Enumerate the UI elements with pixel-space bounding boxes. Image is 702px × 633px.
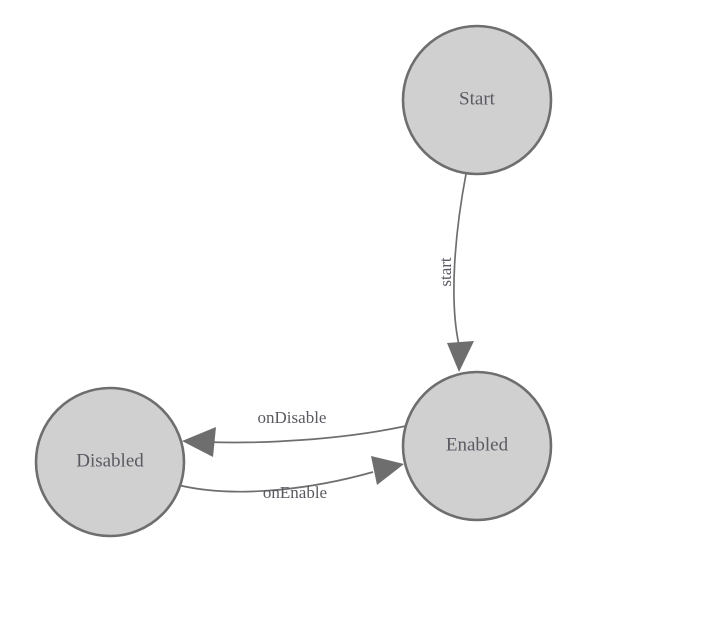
edge-start-to-enabled[interactable]: start xyxy=(436,173,474,372)
state-node-disabled-label: Disabled xyxy=(76,450,144,471)
state-node-enabled-circle xyxy=(401,370,553,522)
state-node-start[interactable]: Start xyxy=(401,24,553,176)
state-node-disabled-circle xyxy=(34,386,186,538)
state-node-enabled-label: Enabled xyxy=(446,434,509,455)
edge-label-onenable: onEnable xyxy=(263,483,327,502)
edge-disabled-to-enabled-path xyxy=(177,471,374,493)
arrowhead-down-into-enabled xyxy=(447,341,474,372)
state-node-start-circle xyxy=(401,24,553,176)
state-node-start-label: Start xyxy=(459,88,496,109)
state-node-disabled[interactable]: Disabled xyxy=(34,386,186,538)
edge-label-start: start xyxy=(436,257,455,287)
edge-start-to-enabled-path xyxy=(453,173,467,346)
edge-enabled-to-disabled-path xyxy=(206,425,407,444)
state-node-enabled[interactable]: Enabled xyxy=(401,370,553,522)
edge-label-ondisable: onDisable xyxy=(258,408,327,427)
edge-disabled-to-enabled[interactable]: onEnable xyxy=(177,456,404,502)
arrowhead-right-into-enabled xyxy=(371,456,404,485)
arrowhead-left-into-disabled xyxy=(182,427,216,457)
edge-enabled-to-disabled[interactable]: onDisable xyxy=(182,408,407,457)
